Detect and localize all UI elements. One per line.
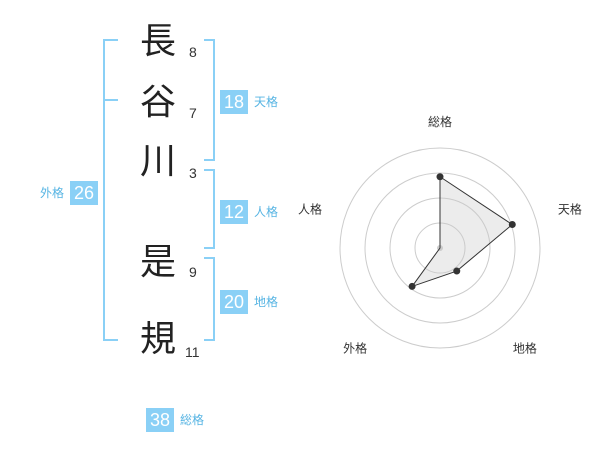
radar-point-3 [453,267,461,275]
radar-axis-label-2: 天格 [558,202,582,217]
soukaku-badge: 38 [146,408,174,432]
name-char-4: 是 [139,242,176,283]
stroke-count-5: 11 [185,344,200,360]
soukaku-label: 総格 [180,413,205,427]
chikaku-label: 地格 [254,295,279,309]
jinkaku-bracket [204,169,215,249]
stroke-count-4: 9 [189,264,197,280]
radar-point-1 [436,173,444,181]
radar-grid-ring-1 [339,147,541,349]
radar-axis-label-5: 人格 [298,202,322,217]
chikaku-badge: 20 [220,290,248,314]
stroke-count-1: 8 [189,44,197,60]
stroke-count-3: 3 [189,165,197,181]
gaikaku-label: 外格 [40,186,65,200]
name-char-5: 規 [139,319,176,360]
radar-point-4 [408,282,416,290]
name-char-2: 谷 [139,82,176,123]
name-char-3: 川 [139,141,176,182]
chikaku-bracket [204,257,215,341]
tenkaku-bracket [204,39,215,161]
gaikaku-bracket [103,39,118,341]
gaikaku-badge: 26 [70,181,98,205]
radar-point-2 [508,221,516,229]
name-char-1: 長 [139,21,176,62]
tenkaku-label: 天格 [254,95,279,109]
jinkaku-label: 人格 [254,205,279,219]
radar-data-polygon [410,175,514,288]
radar-axis-label-4: 外格 [343,340,367,355]
radar-grid-ring-2 [364,172,516,324]
stroke-count-2: 7 [189,105,197,121]
jinkaku-badge: 12 [220,200,248,224]
radar-axis-label-3: 地格 [513,340,537,355]
radar-axis-label-1: 総格 [428,114,452,129]
tenkaku-badge: 18 [220,90,248,114]
